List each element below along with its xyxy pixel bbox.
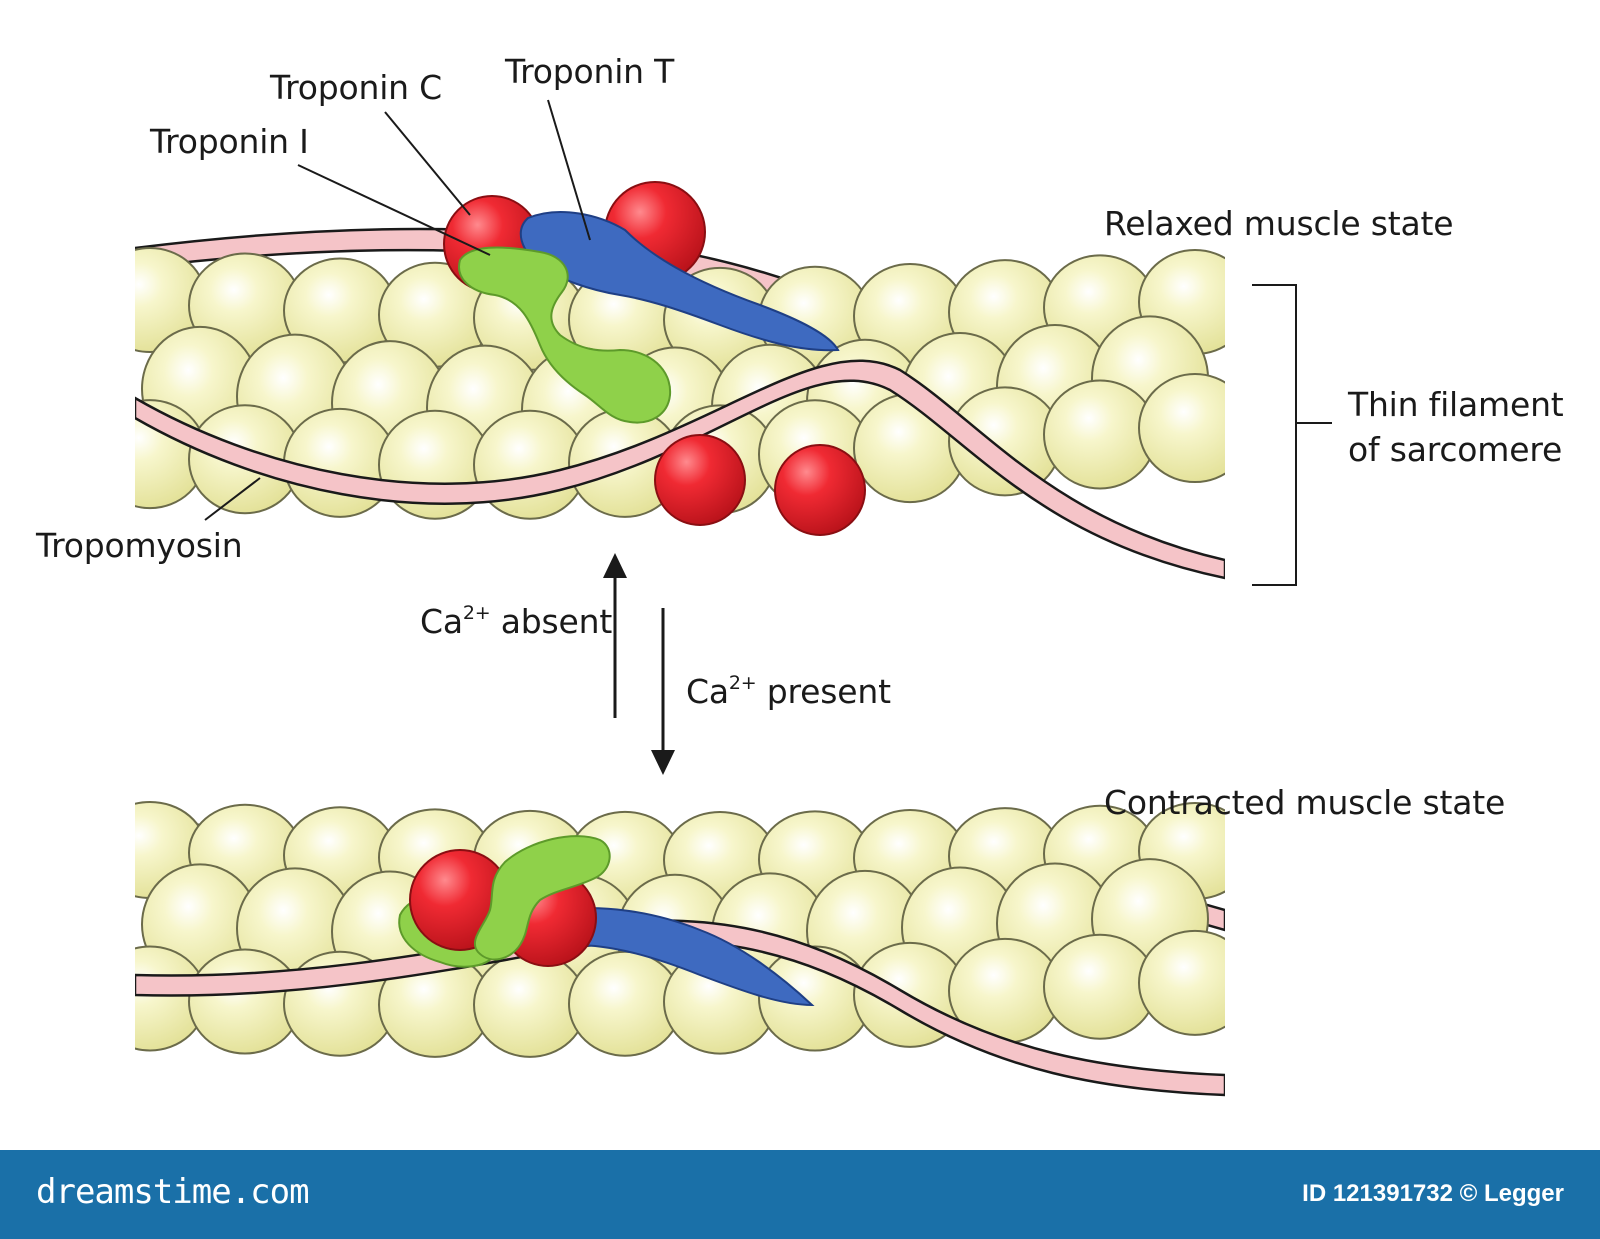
ca-absent-text: absent (490, 602, 613, 641)
label-tropomyosin: Tropomyosin (36, 526, 243, 565)
stock-id-text: ID 121391732 © Legger (1302, 1180, 1564, 1207)
ca-present-charge: 2+ (728, 672, 757, 694)
ca-absent-charge: 2+ (462, 602, 491, 624)
actin-bead (1138, 929, 1225, 1036)
ca-present-text: present (756, 672, 891, 711)
calcium-arrows (603, 553, 675, 775)
troponin-c-bead-4 (774, 444, 866, 536)
label-troponin-t: Troponin T (505, 52, 675, 91)
arrow-up-head (603, 553, 627, 578)
actin-bead (1138, 373, 1225, 484)
leader-lines (204, 99, 1332, 586)
leader-troponin-c (384, 111, 471, 216)
label-relaxed-state: Relaxed muscle state (1104, 204, 1454, 243)
troponin-c-bead-3 (654, 434, 746, 526)
brand-logo-text: dreamstime.com (36, 1172, 310, 1212)
tropomyosin-front-strand-top (135, 359, 1225, 580)
sarcomere-bracket (1252, 284, 1297, 586)
label-of-sarcomere: of sarcomere (1348, 430, 1563, 469)
watermark-footer: dreamstime.com ID 121391732 © Legger (0, 1150, 1600, 1239)
troponin-complex-relaxed (443, 181, 866, 536)
label-ca-absent: Ca2+ absent (420, 602, 612, 642)
leader-troponin-t (547, 99, 591, 241)
label-troponin-i: Troponin I (150, 122, 309, 161)
ca-present-base: Ca (686, 672, 729, 711)
ca-absent-base: Ca (420, 602, 463, 641)
diagram-canvas (135, 99, 1332, 1097)
label-contracted-state: Contracted muscle state (1104, 783, 1506, 822)
label-ca-present: Ca2+ present (686, 672, 891, 712)
troponin-i-shape-bottom (473, 835, 611, 961)
leader-troponin-i (297, 164, 491, 256)
label-troponin-c: Troponin C (270, 68, 443, 107)
label-thin-filament: Thin filament (1348, 385, 1564, 424)
troponin-complex-contracted (398, 835, 815, 1007)
arrow-down-head (651, 750, 675, 775)
troponin-i-shape-top (458, 246, 672, 424)
leader-tropomyosin (204, 477, 261, 521)
